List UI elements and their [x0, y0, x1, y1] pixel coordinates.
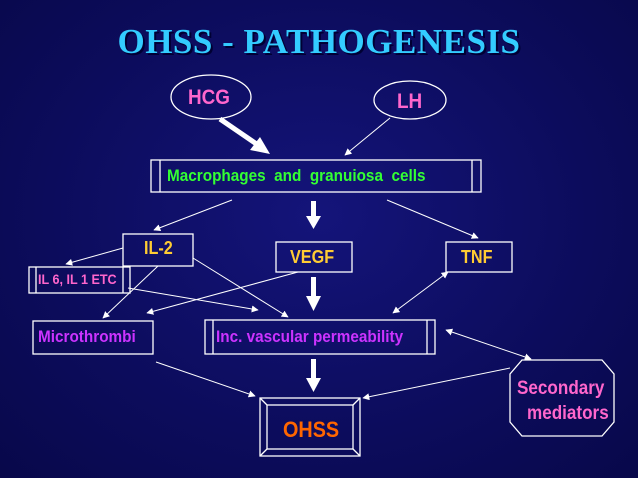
secondary-label-line1: Secondary: [517, 378, 605, 399]
hcg-label: HCG: [188, 86, 231, 109]
macrophages-to-il2-arrow: [153, 199, 233, 232]
lh-label: LH: [397, 90, 423, 113]
tnf-box: [445, 241, 513, 273]
hcg-ellipse: [170, 74, 252, 120]
hcg-to-macrophages-arrow: [218, 116, 260, 148]
vascular-down-head: [306, 378, 321, 392]
macrophages-box: [150, 159, 482, 193]
il6-to-vascular-arrow: [127, 287, 259, 313]
secondary-octagon: [509, 359, 615, 437]
thick-arrows: [218, 116, 321, 392]
vegf-down-head-1: [306, 216, 321, 229]
microthrombi-to-ohss-arrow: [155, 361, 256, 398]
hcg-to-macrophages-head: [250, 137, 270, 154]
vegf-label: VEGF: [290, 247, 335, 267]
vegf-box: [275, 241, 353, 273]
vascular-box: [204, 319, 436, 355]
tnf-label: TNF: [461, 247, 493, 267]
secondary-to-vascular-arrow: [445, 328, 532, 361]
vegf-down-head-2: [306, 296, 321, 311]
lh-to-macrophages-arrow: [344, 117, 391, 156]
tnf-to-vascular-arrow: [392, 271, 449, 314]
il6-box: [28, 266, 131, 294]
il6-label: IL 6, IL 1 ETC: [38, 271, 117, 287]
vegf-down-arrow-2: [311, 277, 316, 298]
ohss-label: OHSS: [283, 417, 340, 442]
slide-title: OHSS - PATHOGENESIS: [117, 22, 521, 61]
thin-arrows: [65, 117, 532, 401]
il2-label: IL-2: [144, 238, 173, 258]
microthrombi-label: Microthrombi: [38, 327, 136, 346]
vegf-down-arrow-1: [311, 201, 316, 218]
macrophages-label: Macrophages and granuiosa cells: [167, 166, 426, 185]
vascular-down-arrow: [311, 359, 316, 380]
vegf-to-microthrombi-arrow: [146, 271, 299, 315]
il2-to-microthrombi-arrow: [102, 265, 159, 319]
ohss-box: [259, 397, 361, 457]
secondary-to-ohss-arrow: [362, 367, 511, 401]
macrophages-to-tnf-arrow: [386, 199, 479, 239]
secondary-label-line2: mediators: [527, 403, 609, 424]
lh-ellipse: [373, 80, 447, 120]
vascular-label: Inc. vascular permeability: [216, 327, 404, 346]
microthrombi-box: [32, 320, 154, 355]
il2-to-il6-arrow: [65, 247, 124, 266]
